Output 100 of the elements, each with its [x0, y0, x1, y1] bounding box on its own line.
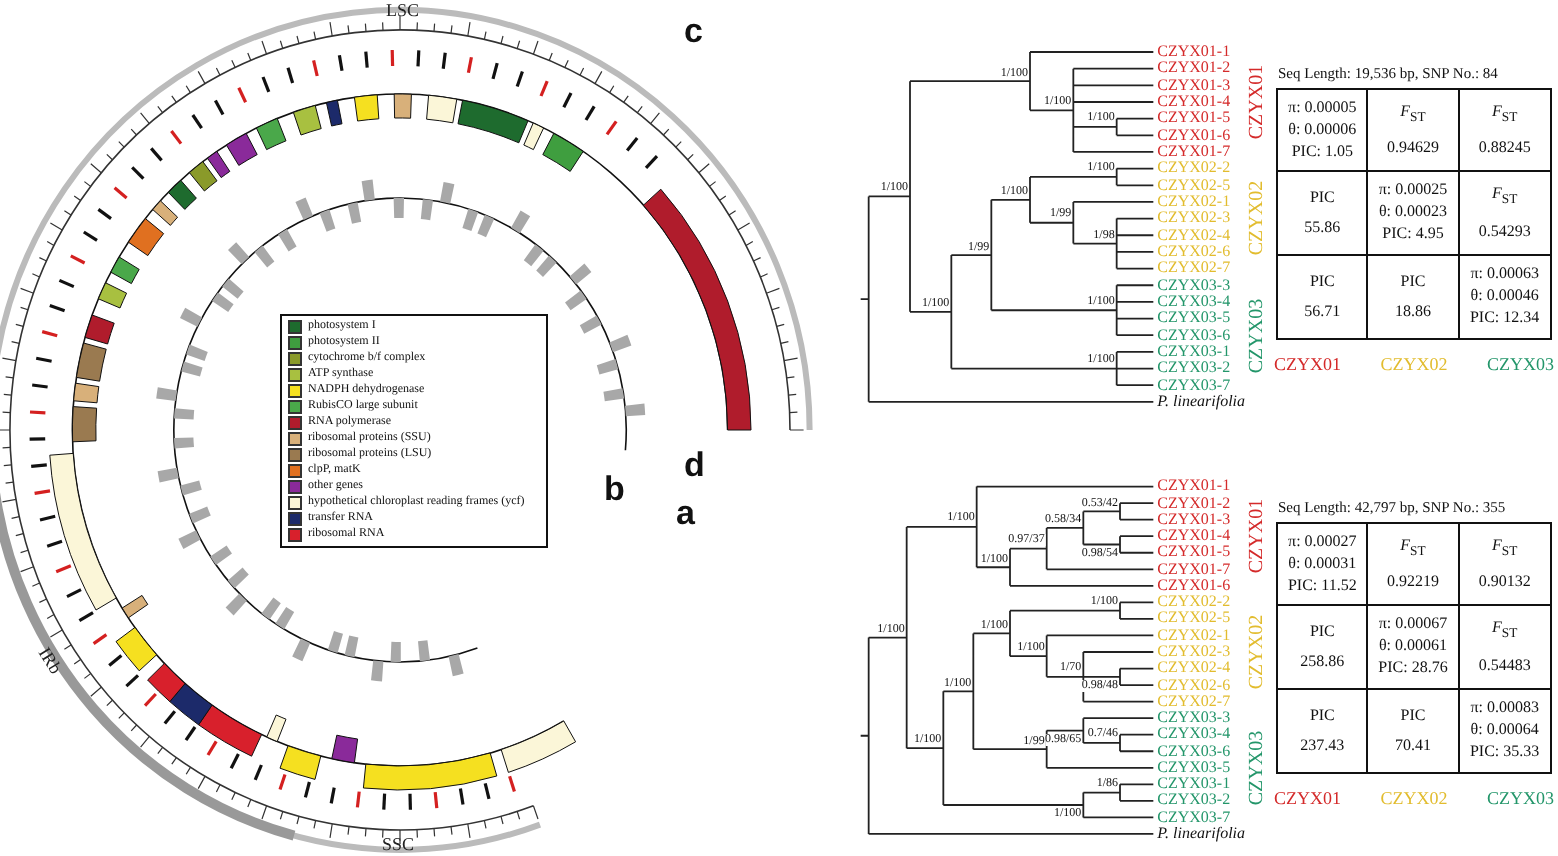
tip-label: CZYX03-4	[1157, 726, 1231, 743]
cell-text: 0.54293	[1478, 223, 1531, 240]
cell-text: F$_{ST}$	[1400, 104, 1426, 127]
tip-label: CZYX03-3	[1157, 277, 1231, 294]
panel-letter: d	[684, 448, 705, 482]
tip-label: CZYX02-2	[1157, 160, 1231, 177]
cell-text: F$_{ST}$	[1400, 538, 1426, 561]
cell-text: 0.92219	[1386, 574, 1439, 591]
tip-label: P. linearifolia	[1157, 825, 1246, 842]
cell-text: PIC: 35.33	[1469, 744, 1540, 761]
tip-label: CZYX03-2	[1157, 360, 1231, 377]
group-key: CZYX03	[1487, 790, 1554, 808]
tip-label: CZYX02-6	[1157, 243, 1231, 260]
cell-text: 18.86	[1394, 303, 1431, 320]
tip-label: CZYX02-7	[1157, 693, 1231, 710]
cell-text: PIC	[1309, 623, 1335, 640]
cell-text: 70.41	[1394, 737, 1431, 754]
cell-text: PIC	[1400, 273, 1426, 290]
tip-label: CZYX03-7	[1157, 809, 1231, 826]
group-label: CZYX03	[1248, 730, 1268, 805]
tip-label: CZYX03-4	[1157, 293, 1231, 310]
cell-text: 0.94629	[1386, 140, 1439, 157]
cell-text: F$_{ST}$	[1491, 620, 1518, 644]
tip-label: CZYX01-2	[1157, 60, 1231, 77]
tip-label: CZYX03-6	[1157, 327, 1231, 344]
tip-label: CZYX03-3	[1157, 710, 1231, 727]
cell-text: PIC: 11.52	[1287, 578, 1357, 595]
tip-label: CZYX02-5	[1157, 610, 1231, 627]
cell-text: θ: 0.00006	[1288, 122, 1357, 139]
cell-text: PIC: 28.76	[1378, 660, 1448, 677]
tip-label: CZYX02-1	[1157, 627, 1231, 644]
cell-text: F$_{ST}$	[1491, 186, 1518, 210]
panel-letter: b	[604, 472, 625, 506]
cell-text: π: 0.00067	[1378, 616, 1448, 633]
panel-letter: c	[684, 14, 703, 48]
tip-label: CZYX02-1	[1157, 193, 1231, 210]
group-key: CZYX01	[1274, 790, 1341, 808]
group-key: CZYX03	[1487, 356, 1554, 374]
tip-label: CZYX02-3	[1157, 210, 1231, 227]
tip-label: CZYX03-1	[1157, 343, 1231, 360]
tip-label: CZYX01-1	[1157, 44, 1231, 60]
tip-label: CZYX02-5	[1157, 177, 1231, 194]
tip-label: CZYX03-2	[1157, 792, 1231, 809]
cell-text: 0.88245	[1478, 140, 1531, 157]
cell-text: θ: 0.00064	[1470, 722, 1539, 739]
tip-label: CZYX02-6	[1157, 677, 1231, 694]
tip-label: CZYX01-6	[1157, 577, 1231, 594]
tip-label: CZYX01-4	[1157, 528, 1231, 545]
cell-text: θ: 0.00023	[1378, 204, 1448, 221]
cell-text: F$_{ST}$	[1491, 538, 1518, 561]
group-key: CZYX01	[1274, 356, 1341, 374]
cell-text: PIC	[1309, 189, 1335, 206]
cell-text: 0.90132	[1478, 574, 1531, 591]
tip-label: P. linearifolia	[1157, 393, 1246, 410]
cell-text: 258.86	[1300, 653, 1345, 670]
tip-label: CZYX01-7	[1157, 561, 1231, 578]
tip-label: CZYX03-6	[1157, 743, 1231, 760]
tip-label: CZYX02-2	[1157, 594, 1231, 611]
tip-label: CZYX03-5	[1157, 310, 1231, 327]
cell-text: PIC	[1400, 707, 1426, 724]
group-label: CZYX01	[1248, 64, 1268, 140]
group-label: CZYX01	[1248, 499, 1268, 574]
cell-text: 0.54483	[1478, 657, 1531, 674]
tip-label: CZYX01-7	[1157, 143, 1231, 160]
tip-label: CZYX01-5	[1157, 544, 1231, 561]
group-label: CZYX03	[1248, 298, 1268, 373]
region-label: SSC	[382, 836, 415, 854]
tip-label: CZYX01-3	[1157, 77, 1231, 94]
tip-label: CZYX02-3	[1157, 644, 1231, 660]
tip-label: CZYX01-4	[1157, 93, 1231, 110]
cell-text: PIC	[1309, 707, 1335, 724]
tip-label: CZYX03-7	[1157, 377, 1231, 394]
cell-text: PIC: 12.34	[1469, 310, 1540, 327]
cell-text: PIC: 4.95	[1382, 226, 1444, 243]
tip-label: CZYX01-3	[1157, 511, 1231, 528]
group-label: CZYX02	[1248, 614, 1268, 690]
panel-letter: a	[676, 496, 695, 530]
cell-text: π: 0.00025	[1378, 182, 1448, 199]
tip-label: CZYX03-1	[1157, 776, 1231, 793]
tip-label: CZYX01-6	[1157, 127, 1231, 144]
tip-label: CZYX01-1	[1157, 478, 1231, 495]
tip-label: CZYX02-4	[1157, 227, 1231, 244]
cell-text: θ: 0.00046	[1470, 288, 1539, 305]
cell-text: PIC: 1.05	[1291, 144, 1353, 161]
tip-label: CZYX03-5	[1157, 759, 1231, 776]
region-label: LSC	[386, 2, 420, 20]
cell-text: PIC	[1309, 273, 1335, 290]
group-label: CZYX02	[1248, 181, 1268, 256]
cell-text: π: 0.00063	[1470, 266, 1539, 283]
cell-text: 55.86	[1304, 219, 1341, 236]
tip-label: CZYX02-4	[1157, 660, 1231, 677]
cell-text: π: 0.00027	[1288, 534, 1357, 551]
cell-text: π: 0.00083	[1470, 700, 1539, 717]
cell-text: θ: 0.00061	[1378, 638, 1448, 655]
cell-text: θ: 0.00031	[1288, 556, 1357, 573]
tip-label: CZYX01-5	[1157, 110, 1231, 127]
group-key: CZYX02	[1380, 790, 1448, 808]
tip-label: CZYX01-2	[1157, 495, 1231, 512]
tip-label: CZYX02-7	[1157, 260, 1231, 277]
region-label: IRb	[34, 644, 65, 678]
